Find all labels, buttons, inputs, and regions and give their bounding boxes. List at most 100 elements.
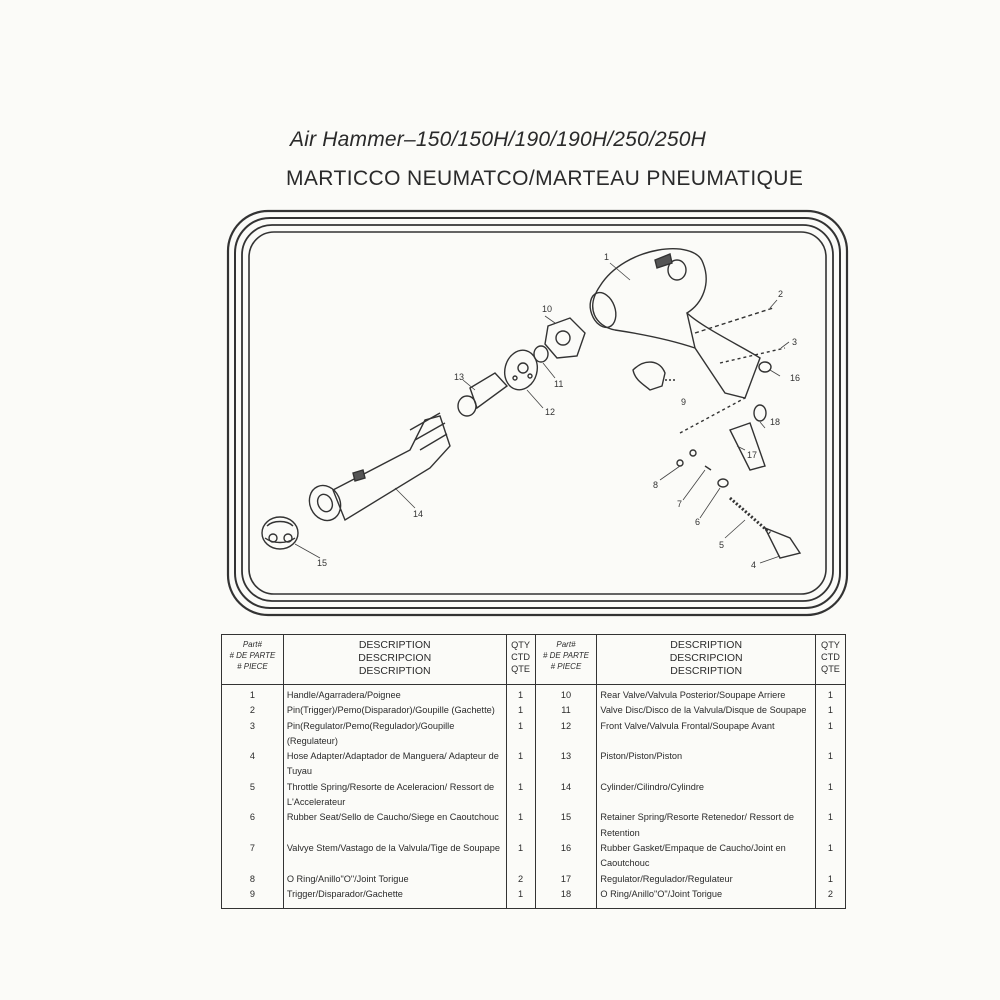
table-row: 7 Valvye Stem/Vastago de la Valvula/Tige… (221, 840, 847, 872)
part-description: Front Valve/Valvula Frontal/Soupape Avan… (596, 718, 816, 750)
part-quantity: 1 (505, 840, 536, 872)
part-quantity: 1 (814, 810, 847, 841)
part-quantity: 1 (505, 684, 536, 704)
document-subtitle: MARTICCO NEUMATCO/MARTEAU PNEUMATIQUE (286, 167, 804, 190)
part-number: 5 (221, 779, 284, 811)
quantity-header: QTY CTD QTE (505, 634, 536, 685)
exploded-parts-diagram: 1 2 3 4 5 6 7 8 9 10 11 12 13 14 15 16 1… (226, 209, 849, 617)
part-description: Pin(Regulator/Pemo(Regulador)/Goupille (… (282, 718, 507, 750)
part-quantity: 1 (505, 779, 536, 811)
cylinder-part (308, 412, 451, 522)
part-quantity: 1 (814, 779, 847, 811)
part-number: 15 (534, 810, 598, 841)
callout-15: 15 (317, 558, 327, 568)
part-quantity: 1 (505, 886, 536, 909)
part-number: 14 (534, 779, 598, 811)
part-number-header: Part# # DE PARTE # PIECE (221, 634, 284, 685)
part-description: Rear Valve/Valvula Posterior/Soupape Arr… (596, 684, 816, 704)
part-description: Trigger/Disparador/Gachette (282, 886, 507, 909)
part-number: 6 (221, 810, 284, 841)
part-description: Retainer Spring/Resorte Retenedor/ Resso… (596, 810, 816, 841)
part-description: Hose Adapter/Adaptador de Manguera/ Adap… (282, 749, 507, 780)
part-number-header: Part# # DE PARTE # PIECE (534, 634, 598, 685)
table-row: 9 Trigger/Disparador/Gachette 1 18 O Rin… (221, 886, 847, 909)
part-number: 10 (534, 684, 598, 704)
part-number: 2 (221, 703, 284, 719)
part-description: Handle/Agarradera/Poignee (282, 684, 507, 704)
part-number: 17 (534, 871, 598, 887)
part-description: Cylinder/Cilindro/Cylindre (596, 779, 816, 811)
part-number: 1 (221, 684, 284, 704)
trigger-part (632, 361, 677, 391)
callout-9: 9 (681, 397, 686, 407)
document-title: Air Hammer–150/150H/190/190H/250/250H (290, 128, 706, 151)
callout-8: 8 (653, 480, 658, 490)
part-number: 12 (534, 718, 598, 750)
part-quantity: 1 (505, 810, 536, 841)
regulator-assembly-part (676, 397, 802, 559)
part-number: 8 (221, 871, 284, 887)
part-quantity: 1 (814, 718, 847, 750)
part-number: 18 (534, 886, 598, 909)
callout-4: 4 (751, 560, 756, 570)
part-description: Rubber Gasket/Empaque de Caucho/Joint en… (596, 840, 816, 872)
callout-6: 6 (695, 517, 700, 527)
callout-5: 5 (719, 540, 724, 550)
part-number: 16 (534, 840, 598, 872)
part-description: O Ring/Anillo"O"/Joint Torigue (282, 871, 507, 887)
part-quantity: 1 (505, 718, 536, 750)
part-description: Valve Disc/Disco de la Valvula/Disque de… (596, 703, 816, 719)
part-quantity: 1 (814, 703, 847, 719)
parts-list-table: Part# # DE PARTE # PIECE DESCRIPTION DES… (221, 634, 847, 910)
callout-11: 11 (554, 379, 563, 389)
callout-3: 3 (792, 337, 797, 347)
part-description: Rubber Seat/Sello de Caucho/Siege en Cao… (282, 810, 507, 841)
callout-12: 12 (545, 407, 555, 417)
part-description: Piston/Piston/Piston (596, 749, 816, 780)
table-row: 8 O Ring/Anillo"O"/Joint Torigue 2 17 Re… (221, 871, 847, 887)
part-number: 4 (221, 749, 284, 780)
part-quantity: 1 (505, 703, 536, 719)
description-header: DESCRIPTION DESCRIPCION DESCRIPTION (282, 634, 507, 685)
table-row: 1 Handle/Agarradera/Poignee 1 10 Rear Va… (221, 684, 847, 704)
callout-1: 1 (604, 252, 609, 262)
part-description: Throttle Spring/Resorte de Aceleracion/ … (282, 779, 507, 811)
table-row: 2 Pin(Trigger)/Pemo(Disparador)/Goupille… (221, 703, 847, 719)
part-number: 13 (534, 749, 598, 780)
callout-10: 10 (542, 304, 552, 314)
part-description: Pin(Trigger)/Pemo(Disparador)/Goupille (… (282, 703, 507, 719)
part-quantity: 1 (814, 871, 847, 887)
table-row: 5 Throttle Spring/Resorte de Aceleracion… (221, 779, 847, 811)
front-valve-part (504, 349, 538, 391)
callout-16: 16 (790, 373, 800, 383)
part-quantity: 1 (814, 749, 847, 780)
part-quantity: 2 (814, 886, 847, 909)
callout-2: 2 (778, 289, 783, 299)
part-description: O Ring/Anillo"O"/Joint Torigue (596, 886, 816, 909)
table-header-row: Part# # DE PARTE # PIECE DESCRIPTION DES… (221, 634, 847, 685)
retainer-spring-part (261, 516, 299, 550)
part-quantity: 1 (814, 684, 847, 704)
quantity-header: QTY CTD QTE (814, 634, 847, 685)
callout-14: 14 (413, 509, 423, 519)
handle-part (589, 248, 761, 399)
part-number: 7 (221, 840, 284, 872)
table-row: 4 Hose Adapter/Adaptador de Manguera/ Ad… (221, 749, 847, 780)
part-description: Valvye Stem/Vastago de la Valvula/Tige d… (282, 840, 507, 872)
callout-13: 13 (454, 372, 464, 382)
part-number: 11 (534, 703, 598, 719)
callout-18: 18 (770, 417, 780, 427)
part-quantity: 1 (505, 749, 536, 780)
piston-part (457, 372, 509, 417)
part-number: 3 (221, 718, 284, 750)
callout-17: 17 (747, 450, 757, 460)
rear-valve-part (544, 317, 586, 359)
description-header: DESCRIPTION DESCRIPCION DESCRIPTION (596, 634, 816, 685)
part-number: 9 (221, 886, 284, 909)
callout-7: 7 (677, 499, 682, 509)
part-quantity: 2 (505, 871, 536, 887)
part-description: Regulator/Regulador/Regulateur (596, 871, 816, 887)
part-quantity: 1 (814, 840, 847, 872)
table-row: 3 Pin(Regulator/Pemo(Regulador)/Goupille… (221, 718, 847, 750)
